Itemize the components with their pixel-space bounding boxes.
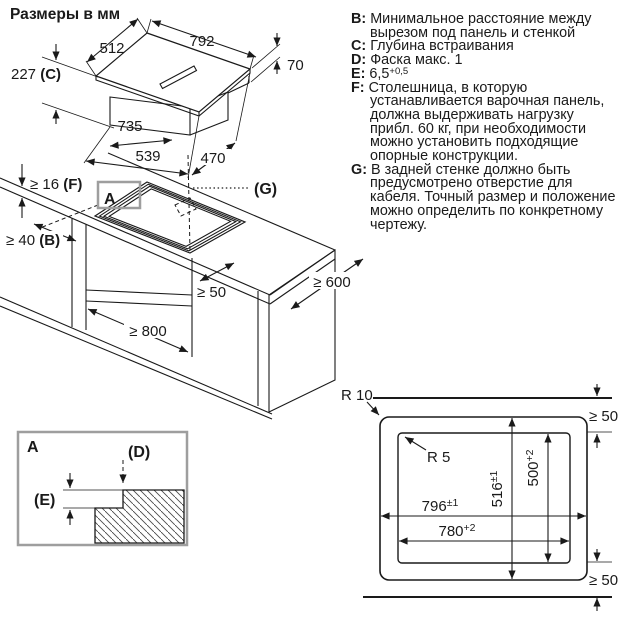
dim-600-label: ≥ 600 bbox=[313, 274, 350, 291]
worktop-cutout bbox=[93, 181, 247, 254]
cutout-plan-view: R 10 R 5 796±1 780+2 516±1 500+2 ≥ 50 ≥ … bbox=[341, 384, 618, 611]
radius-inner-label: R 5 bbox=[427, 449, 450, 466]
dim-470-label: 470 bbox=[200, 150, 225, 167]
dim-40b-label: ≥ 40 (B) bbox=[6, 232, 60, 249]
detail-a-section: A (D) (E) bbox=[16, 430, 189, 547]
label-d: (D) bbox=[128, 444, 150, 461]
cutout-outline bbox=[397, 432, 571, 564]
dim-792-label: 792 bbox=[189, 33, 214, 50]
dim-512-label: 512 bbox=[99, 40, 124, 57]
dim-70-label: 70 bbox=[287, 57, 304, 74]
detail-a-marker-box bbox=[96, 180, 142, 210]
dim-516-label: 516±1 bbox=[488, 471, 506, 508]
dim-796-label: 796±1 bbox=[422, 497, 459, 515]
detail-a-frame bbox=[16, 430, 189, 547]
worktop-step-profile bbox=[94, 489, 185, 544]
legend-item-f: F: Столешница, в которую bbox=[351, 79, 528, 96]
dim-780-label: 780+2 bbox=[438, 522, 475, 540]
detail-a-marker-label: A bbox=[104, 191, 116, 208]
dim-500-label: 500+2 bbox=[524, 449, 542, 486]
dim-735-label: 735 bbox=[117, 118, 142, 135]
legend-item-d: D: Фаска макс. 1 bbox=[351, 52, 463, 69]
vent-slot bbox=[159, 65, 198, 90]
legend-item-e: E: 6,5+0,5 bbox=[351, 65, 409, 82]
dim-50-label: ≥ 50 bbox=[197, 284, 226, 301]
label-g: (G) bbox=[254, 181, 277, 198]
dim-227-label: 227 (C) bbox=[11, 66, 61, 83]
dim-gap-bottom-label: ≥ 50 bbox=[589, 572, 618, 589]
legend-item-b: B: Минимальное расстояние между bbox=[351, 11, 592, 27]
legend-text-block: B: Минимальное расстояние между вырезом … bbox=[351, 11, 625, 232]
dim-539-label: 539 bbox=[135, 148, 160, 165]
legend-item-c: C: Глубина встраивания bbox=[351, 38, 514, 55]
detail-a-label: A bbox=[27, 439, 39, 456]
page-title: Размеры в мм bbox=[10, 6, 121, 23]
hob-outline bbox=[379, 416, 588, 581]
cable-hole-outline bbox=[174, 197, 197, 217]
dim-800-label: ≥ 800 bbox=[129, 323, 166, 340]
legend-item-g: G: В задней стенке должно быть bbox=[351, 161, 571, 178]
hob-isometric-view: 227 (C) 512 792 70 735 bbox=[11, 17, 304, 179]
label-e: (E) bbox=[34, 492, 55, 509]
radius-outer-label: R 10 bbox=[341, 387, 373, 404]
dim-gap-top-label: ≥ 50 bbox=[589, 408, 618, 425]
cabinet-installation-view: (G) A ≥ 16 (F) ≥ 40 (B) ≥ 50 ≥ 600 ≥ 800 bbox=[0, 152, 364, 420]
dim-16f-label: ≥ 16 (F) bbox=[30, 176, 82, 193]
